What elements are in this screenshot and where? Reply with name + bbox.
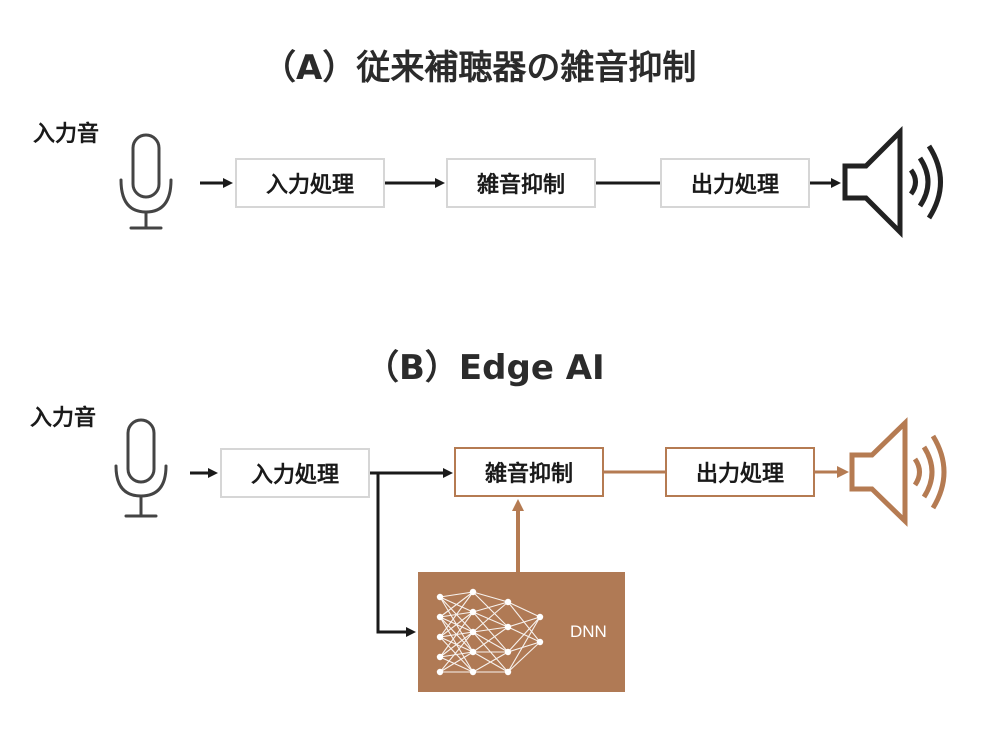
section-b-speaker-icon	[849, 417, 947, 527]
section-a-input-label: 入力音	[33, 122, 100, 147]
section-a-title: （A）従来補聴器の雑音抑制	[262, 48, 697, 88]
section-b-input-label: 入力音	[30, 406, 97, 431]
section-b-microphone-icon	[114, 418, 168, 518]
section-a-output-process-box: 出力処理	[660, 158, 810, 208]
section-a-microphone-icon	[119, 133, 173, 230]
neural-network-icon	[436, 588, 544, 676]
section-a-noise-suppression-box: 雑音抑制	[446, 158, 596, 208]
dnn-block: DNN	[418, 572, 625, 692]
section-b-title: （B）Edge AI	[365, 348, 605, 388]
section-b-noise-suppression-box: 雑音抑制	[454, 447, 604, 497]
section-b-output-process-box: 出力処理	[665, 447, 815, 497]
section-a-speaker-icon	[842, 125, 943, 239]
section-b-input-process-box: 入力処理	[220, 448, 370, 498]
section-a-input-process-box: 入力処理	[235, 158, 385, 208]
dnn-label: DNN	[570, 622, 607, 641]
section-b-arrow-input-to-dnn	[376, 473, 416, 637]
